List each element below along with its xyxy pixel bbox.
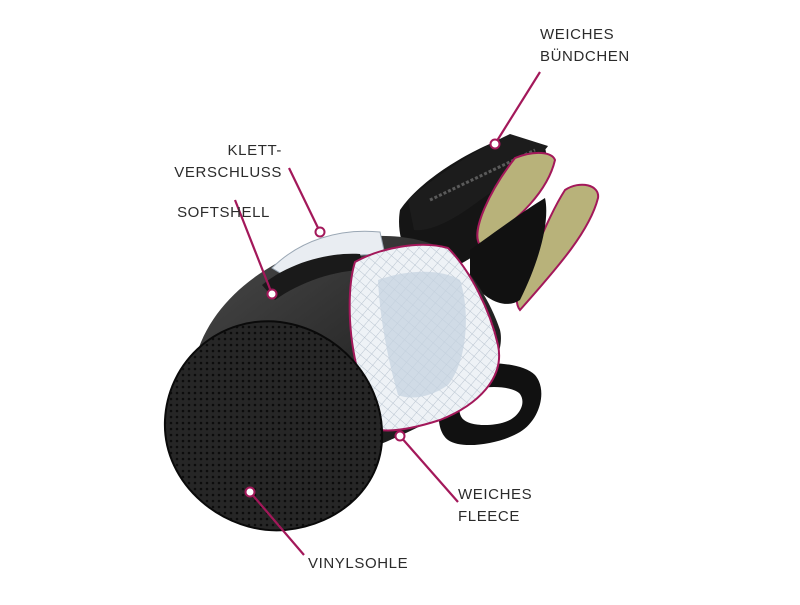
cuff-strap <box>408 134 548 231</box>
leader-klettverschluss <box>288 167 321 233</box>
cuff-inner <box>470 198 547 304</box>
label-weiches-fleece-line2: FLEECE <box>458 508 520 525</box>
vinyl-sole <box>163 320 384 532</box>
label-weiches-buendchen-line2: BÜNDCHEN <box>540 48 630 65</box>
dot-vinylsohle <box>244 486 256 498</box>
leader-vinylsohle <box>249 491 305 556</box>
label-softshell-text: SOFTSHELL <box>177 204 270 221</box>
velcro-strap-dark <box>262 253 365 300</box>
dot-weiches-buendchen <box>489 138 501 150</box>
dot-weiches-fleece <box>394 430 406 442</box>
label-softshell: SOFTSHELL <box>177 202 270 224</box>
label-weiches-fleece: WEICHES FLEECE <box>458 484 532 528</box>
label-vinylsohle: VINYLSOHLE <box>308 553 408 575</box>
leader-lines <box>233 71 541 556</box>
label-weiches-fleece-line1: WEICHES <box>458 486 533 503</box>
clear-window <box>378 271 466 398</box>
label-klettverschluss-line1: KLETT- <box>227 142 282 159</box>
leader-weiches-buendchen <box>494 71 541 145</box>
label-weiches-buendchen-line1: WEICHES <box>540 26 615 43</box>
label-klettverschluss: KLETT- VERSCHLUSS <box>174 140 282 184</box>
leader-weiches-fleece <box>399 435 459 503</box>
leader-softshell <box>233 199 274 295</box>
dot-klettverschluss <box>314 226 326 238</box>
label-vinylsohle-text: VINYLSOHLE <box>308 555 409 572</box>
label-klettverschluss-line2: VERSCHLUSS <box>174 164 282 181</box>
dot-softshell <box>266 288 278 300</box>
leader-dots <box>244 138 501 498</box>
label-weiches-buendchen: WEICHES BÜNDCHEN <box>540 24 630 68</box>
